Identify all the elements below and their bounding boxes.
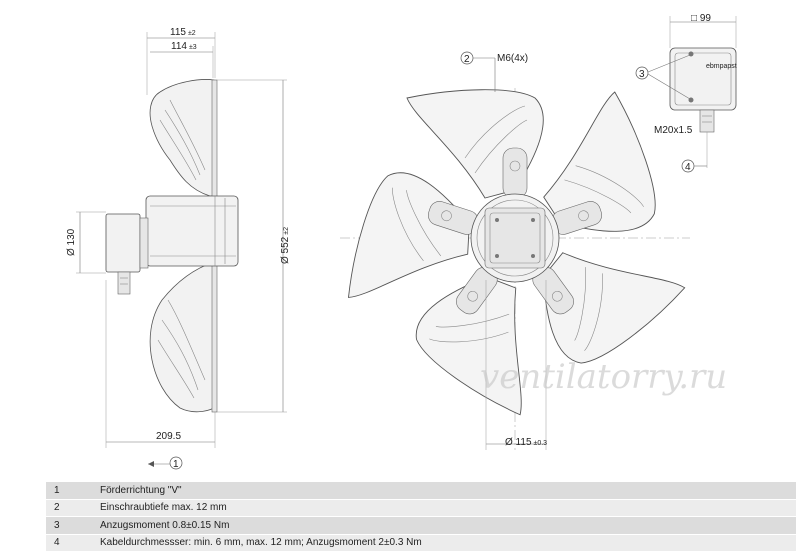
callout-2-label: 2: [464, 54, 470, 65]
side-motor: [145, 195, 239, 267]
notes-table: 1 Förderrichtung "V" 2 Einschraubtiefe m…: [46, 482, 796, 552]
table-row: 1 Förderrichtung "V": [46, 482, 796, 500]
dim-depth-inner: 114±3: [171, 41, 197, 52]
hub-arm: [551, 201, 603, 235]
note-text: Kabeldurchmessser: min. 6 mm, max. 12 mm…: [96, 534, 796, 552]
dim-fan-diameter: Ø 552±2: [280, 227, 291, 264]
box-screw: [688, 51, 694, 57]
hub-arm: [502, 147, 528, 199]
blade: [542, 252, 686, 364]
dim-cable-gland: M20x1.5: [654, 125, 693, 136]
dim-base-length: 209.5: [156, 431, 181, 442]
front-hub-box: [484, 207, 546, 269]
box-cable-gland: [699, 109, 715, 133]
note-number: 4: [46, 534, 96, 552]
dim-screw: M6(4x): [497, 53, 528, 64]
blade: [415, 276, 522, 416]
note-number: 2: [46, 499, 96, 517]
technical-drawing: 115±2 114±3 Ø 130 Ø 552±2: [66, 13, 737, 470]
side-terminal-mount: [139, 217, 149, 269]
side-cable-gland: [117, 271, 131, 295]
watermark: ventilatorry.ru: [480, 357, 727, 397]
callout-4-label: 4: [685, 162, 691, 173]
table-row: 2 Einschraubtiefe max. 12 mm: [46, 499, 796, 517]
dim-hub-diameter: Ø 115±0.3: [505, 437, 547, 448]
dim-box-size: □ 99: [691, 13, 711, 24]
box-logo: ebmpapst: [706, 63, 737, 70]
note-text: Anzugsmoment 0.8±0.15 Nm: [96, 516, 796, 535]
note-text: Förderrichtung "V": [96, 482, 796, 500]
side-view: 115±2 114±3 Ø 130 Ø 552±2: [66, 27, 291, 470]
note-number: 1: [46, 482, 96, 500]
callout-1-label: 1: [173, 459, 179, 470]
note-number: 3: [46, 516, 96, 535]
callout-3-label: 3: [639, 69, 645, 80]
hub-arm: [427, 201, 479, 235]
terminal-box: [669, 47, 737, 111]
callout-3: [635, 66, 649, 80]
note-text: Einschraubtiefe max. 12 mm: [96, 499, 796, 517]
side-fan-silhouette-lower: [149, 261, 215, 413]
terminal-box-view: □ 99 ebmpapst 3 M20x1.5 4: [635, 13, 737, 173]
front-view: 2 M6(4x) Ø 115±0.3 ventilatorry.ru: [340, 51, 727, 450]
side-terminal-box: [105, 213, 141, 273]
table-row: 4 Kabeldurchmessser: min. 6 mm, max. 12 …: [46, 534, 796, 552]
blade: [543, 91, 656, 232]
dim-motor-diameter: Ø 130: [66, 228, 77, 256]
callout-1: [169, 456, 183, 470]
table-row: 3 Anzugsmoment 0.8±0.15 Nm: [46, 516, 796, 535]
dim-depth-total: 115±2: [170, 27, 196, 38]
